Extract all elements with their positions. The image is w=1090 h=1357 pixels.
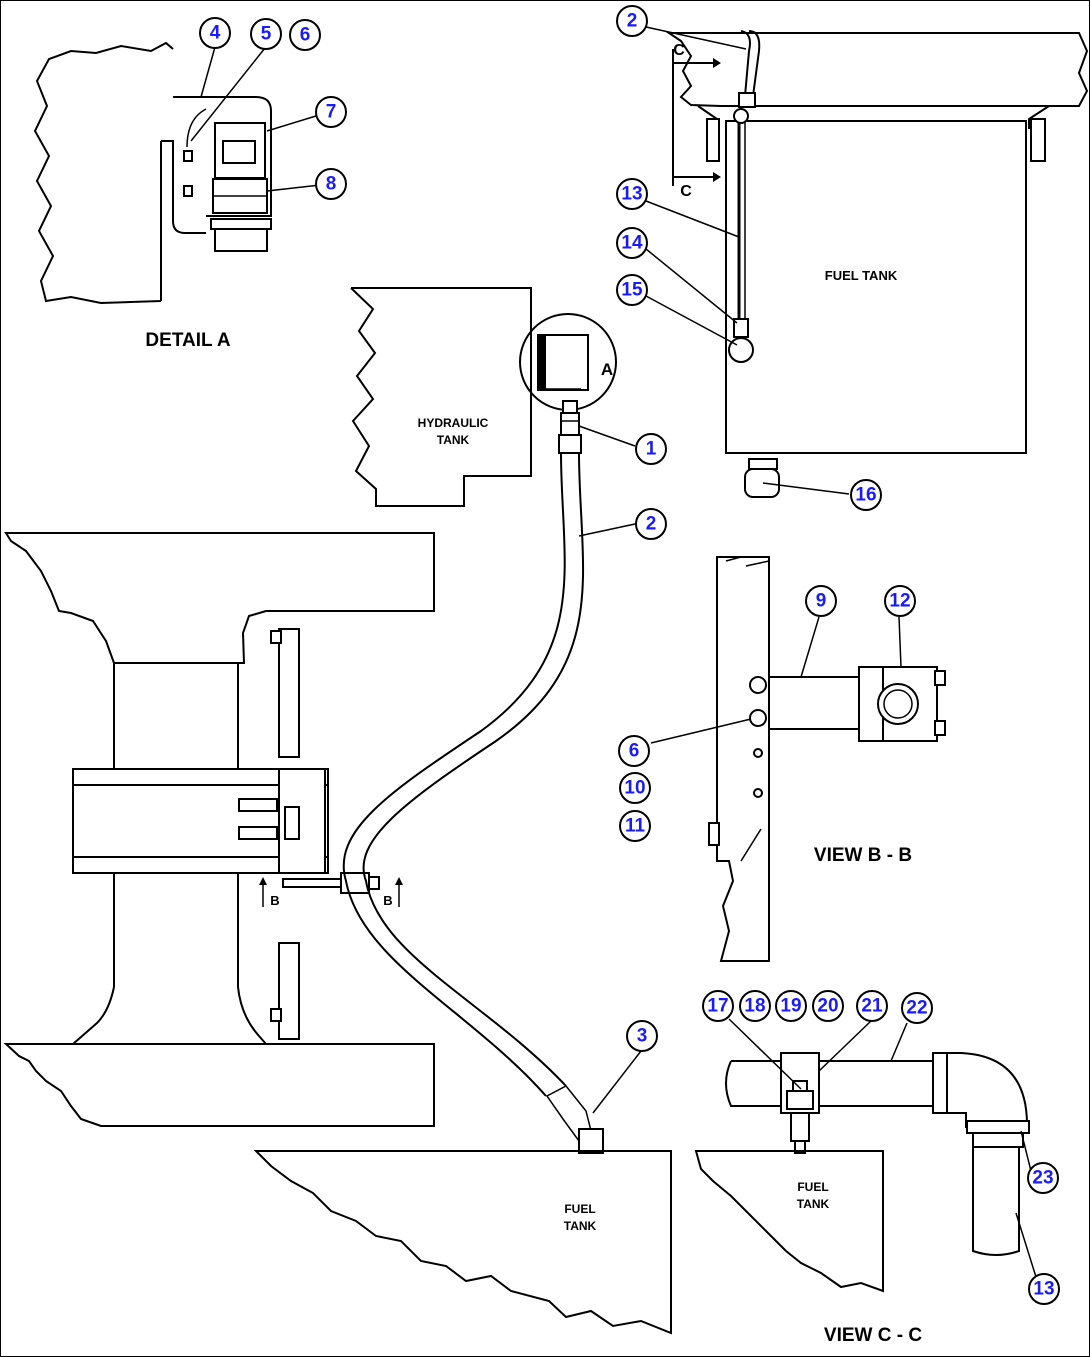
section-c-upper: C	[673, 42, 685, 59]
svg-text:15: 15	[621, 280, 643, 301]
section-c-lower: C	[680, 183, 692, 200]
callout-10: 10	[619, 772, 651, 804]
detail-a-title: DETAIL A	[145, 330, 230, 351]
callout-17: 17	[702, 990, 734, 1022]
svg-text:17: 17	[707, 996, 728, 1017]
callout-13-view-c: 13	[1028, 1273, 1060, 1305]
callout-1: 1	[635, 433, 667, 465]
svg-text:3: 3	[637, 1026, 648, 1047]
svg-text:12: 12	[889, 591, 910, 612]
detail-a-marker	[519, 313, 617, 454]
callout-5: 5	[250, 18, 282, 50]
callout-12: 12	[884, 585, 916, 617]
detail-a-letter: A	[601, 360, 613, 379]
leader-lines	[190, 26, 1037, 1278]
section-b-left: B	[270, 893, 279, 908]
view-c-drawing	[694, 1052, 1030, 1293]
callout-23: 23	[1027, 1162, 1059, 1194]
fuel-tank-c-label-line2: TANK	[797, 1197, 830, 1211]
svg-text:6: 6	[300, 25, 311, 46]
hydraulic-tank	[350, 287, 532, 507]
view-b-title: VIEW B - B	[814, 845, 912, 866]
svg-text:5: 5	[261, 24, 272, 45]
svg-text:9: 9	[816, 591, 827, 612]
frame-assembly	[3, 532, 435, 1127]
svg-text:11: 11	[625, 816, 646, 837]
svg-text:4: 4	[210, 23, 221, 44]
svg-text:13: 13	[1033, 1279, 1054, 1300]
fuel-tank-bottom-label-line1: FUEL	[564, 1202, 595, 1216]
callout-6-view-b: 6	[618, 735, 650, 767]
svg-text:2: 2	[646, 514, 657, 535]
svg-text:10: 10	[624, 778, 645, 799]
callout-21: 21	[856, 990, 888, 1022]
svg-text:6: 6	[629, 741, 640, 762]
svg-text:18: 18	[744, 996, 765, 1017]
fuel-tank-top-view	[665, 30, 1089, 498]
svg-text:21: 21	[861, 996, 883, 1017]
svg-text:7: 7	[326, 102, 337, 123]
callout-13-top: 13	[616, 178, 648, 210]
svg-text:2: 2	[627, 11, 638, 32]
callout-8: 8	[315, 168, 347, 200]
fuel-tank-bottom-label-line2: TANK	[564, 1219, 597, 1233]
callout-9: 9	[805, 585, 837, 617]
callout-15: 15	[616, 274, 648, 306]
svg-text:19: 19	[780, 996, 801, 1017]
svg-text:13: 13	[621, 184, 642, 205]
hydraulic-tank-label-line1: HYDRAULIC	[418, 416, 489, 430]
callout-3: 3	[626, 1020, 658, 1052]
view-c-title: VIEW C - C	[824, 1325, 922, 1346]
svg-text:14: 14	[621, 233, 643, 254]
section-b-right: B	[383, 893, 392, 908]
fuel-tank-bottom	[253, 1150, 672, 1335]
fuel-tank-c-label-line1: FUEL	[797, 1180, 828, 1194]
svg-text:23: 23	[1032, 1168, 1053, 1189]
svg-text:22: 22	[906, 998, 927, 1019]
callout-22: 22	[901, 992, 933, 1024]
callout-19: 19	[775, 990, 807, 1022]
callout-11: 11	[619, 810, 651, 842]
svg-text:1: 1	[646, 439, 657, 460]
callout-6: 6	[289, 19, 321, 51]
hydraulic-tank-label-line2: TANK	[437, 433, 470, 447]
callout-16: 16	[850, 479, 882, 511]
callout-2-top: 2	[616, 5, 648, 37]
callout-14: 14	[616, 227, 648, 259]
callout-2-hose: 2	[635, 508, 667, 540]
callout-18: 18	[739, 990, 771, 1022]
view-b-drawing	[708, 556, 946, 962]
callout-7: 7	[315, 96, 347, 128]
svg-text:20: 20	[817, 996, 838, 1017]
callout-4: 4	[199, 17, 231, 49]
callout-20: 20	[812, 990, 844, 1022]
svg-text:16: 16	[855, 485, 876, 506]
detail-a-drawing	[33, 41, 272, 305]
fuel-tank-top-label: FUEL TANK	[825, 268, 898, 283]
svg-text:8: 8	[326, 174, 337, 195]
hose-2	[342, 452, 604, 1154]
